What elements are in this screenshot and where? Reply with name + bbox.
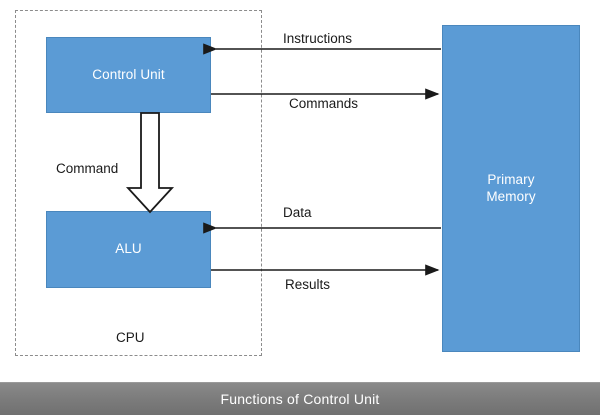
block-control-unit-label: Control Unit bbox=[92, 66, 165, 82]
connector-instructions-label: Instructions bbox=[283, 31, 353, 46]
block-control-unit[interactable]: Control Unit bbox=[46, 37, 211, 113]
block-primary-memory[interactable]: Primary Memory bbox=[442, 25, 580, 352]
caption-bar: Functions of Control Unit bbox=[0, 382, 600, 415]
connector-results-label: Results bbox=[285, 277, 331, 292]
cpu-boundary bbox=[15, 10, 262, 356]
block-alu-label: ALU bbox=[115, 241, 142, 257]
connector-command-label: Command bbox=[56, 161, 119, 176]
connector-data-label: Data bbox=[283, 205, 312, 220]
cpu-boundary-label: CPU bbox=[116, 330, 145, 345]
connector-commands-label: Commands bbox=[289, 96, 359, 111]
caption-title: Functions of Control Unit bbox=[220, 391, 380, 407]
block-alu[interactable]: ALU bbox=[46, 211, 211, 288]
block-primary-memory-label: Primary Memory bbox=[486, 171, 536, 204]
